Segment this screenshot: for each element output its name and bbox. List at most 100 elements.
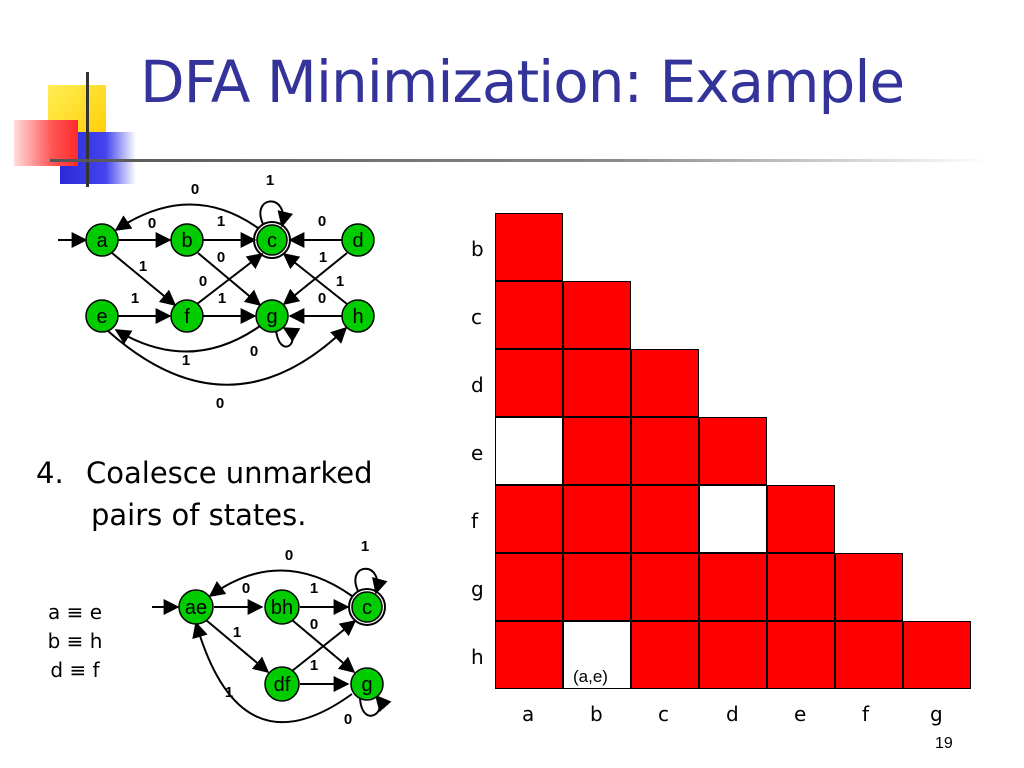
edge-label: 1 xyxy=(361,538,369,555)
edge-label: 0 xyxy=(310,616,318,633)
page-title: DFA Minimization: Example xyxy=(140,48,905,116)
table-cell-marked xyxy=(495,485,563,553)
state-label: ae xyxy=(185,597,207,619)
state-node xyxy=(341,223,375,257)
edge-label: 0 xyxy=(199,273,207,290)
state-label: c xyxy=(267,230,277,252)
table-cell-marked xyxy=(495,281,563,349)
edge-label: 1 xyxy=(182,352,190,369)
table-col-label: d xyxy=(726,702,739,726)
minimized-dfa-diagram: ae bh c df g 0 1 0 1 1 0 1 1 0 xyxy=(152,538,392,728)
table-row-label: e xyxy=(471,441,484,465)
state-node xyxy=(170,299,204,333)
table-col-label: e xyxy=(794,702,807,726)
table-cell-marked xyxy=(631,485,699,553)
table-row-label: h xyxy=(471,645,484,669)
state-label: c xyxy=(362,597,372,619)
table-cell-marked xyxy=(563,485,631,553)
state-node xyxy=(85,299,119,333)
edge-label: 1 xyxy=(336,273,344,290)
table-cell-marked xyxy=(495,553,563,621)
table-cell-marked xyxy=(699,553,767,621)
step-line-1: Coalesce unmarked xyxy=(86,456,373,490)
state-node xyxy=(351,591,383,623)
equivalence-item: d ≡ f xyxy=(50,658,100,682)
table-row-label: d xyxy=(471,373,484,397)
table-cell-marked xyxy=(563,281,631,349)
edge-label: 0 xyxy=(217,249,225,266)
state-node xyxy=(85,223,119,257)
table-cell-marked xyxy=(631,417,699,485)
state-label: h xyxy=(352,306,363,328)
original-dfa-edges xyxy=(58,200,348,386)
edge-label: 1 xyxy=(233,624,241,641)
table-cell-marked xyxy=(631,621,699,689)
edge-label: 1 xyxy=(310,657,318,674)
edge-label: 0 xyxy=(191,181,199,198)
edge-label: 0 xyxy=(148,215,156,232)
state-node xyxy=(170,223,204,257)
table-cell-marked xyxy=(495,621,563,689)
edge-label: 1 xyxy=(310,580,318,597)
edge-label: 1 xyxy=(266,172,274,189)
original-dfa-diagram: a b c d e f g h 0 1 0 1 0 1 0 1 0 1 1 1 … xyxy=(58,172,375,412)
equivalence-item: b ≡ h xyxy=(47,629,103,653)
table-col-label: f xyxy=(862,702,870,726)
step-line-2: pairs of states. xyxy=(91,498,307,532)
state-node xyxy=(256,224,288,256)
table-col-label: g xyxy=(930,702,943,726)
edge-label: 1 xyxy=(218,290,226,307)
table-cell-marked xyxy=(495,349,563,417)
cell-note: (a,e) xyxy=(573,667,608,686)
minimized-dfa-edge-labels: 0 1 0 1 1 0 1 1 0 xyxy=(225,538,369,728)
table-cell-marked xyxy=(631,553,699,621)
edge-label: 0 xyxy=(318,290,326,307)
table-col-label: b xyxy=(590,702,603,726)
decor-vertical-line xyxy=(86,72,89,187)
title-rule xyxy=(50,159,990,162)
state-label: a xyxy=(96,230,108,252)
edge-label: 1 xyxy=(217,213,225,230)
equivalence-item: a ≡ e xyxy=(47,600,103,624)
state-label: d xyxy=(352,230,363,252)
table-cell-marked xyxy=(835,553,903,621)
table-cell-marked xyxy=(767,621,835,689)
state-node xyxy=(264,589,300,625)
state-label: g xyxy=(361,674,372,696)
step-text: 4.Coalesce unmarked pairs of states. xyxy=(36,452,373,536)
minimized-dfa-states: ae bh c df g xyxy=(178,588,386,702)
table-cell-marked xyxy=(835,621,903,689)
state-label: g xyxy=(266,306,277,328)
table-cell-marked xyxy=(903,621,971,689)
table-cell-unmarked xyxy=(563,621,631,689)
edge-label: 0 xyxy=(318,213,326,230)
table-cell-marked xyxy=(767,553,835,621)
table-cell-marked xyxy=(563,553,631,621)
table-cell-marked xyxy=(767,485,835,553)
accepting-state-outer-ring xyxy=(348,588,386,626)
edge-label: 0 xyxy=(250,343,258,360)
table-cell-marked xyxy=(699,621,767,689)
table-cell-marked xyxy=(631,349,699,417)
minimized-dfa-edges xyxy=(152,567,392,723)
table-row-label: b xyxy=(471,237,484,261)
edge-label: 1 xyxy=(131,290,139,307)
table-col-label: a xyxy=(522,702,535,726)
table-cell-marked xyxy=(495,213,563,281)
edge-label: 1 xyxy=(225,684,233,701)
accepting-state-outer-ring xyxy=(253,221,291,259)
state-node xyxy=(255,299,289,333)
state-label: b xyxy=(181,230,192,252)
original-dfa-edge-labels: 0 1 0 1 0 1 0 1 0 1 1 1 0 0 1 0 xyxy=(131,172,344,412)
equivalence-list: a ≡ e b ≡ h d ≡ f xyxy=(40,598,110,685)
table-row-label: g xyxy=(471,577,484,601)
table-cell-marked xyxy=(563,417,631,485)
table-cell-marked xyxy=(699,417,767,485)
page-number: 19 xyxy=(935,735,953,752)
state-label: bh xyxy=(271,597,293,619)
edge-label: 0 xyxy=(216,395,224,412)
state-node xyxy=(341,299,375,333)
original-dfa-states: a b c d e f g h xyxy=(85,221,375,333)
state-label: e xyxy=(96,306,107,328)
edge-label: 0 xyxy=(344,711,352,728)
